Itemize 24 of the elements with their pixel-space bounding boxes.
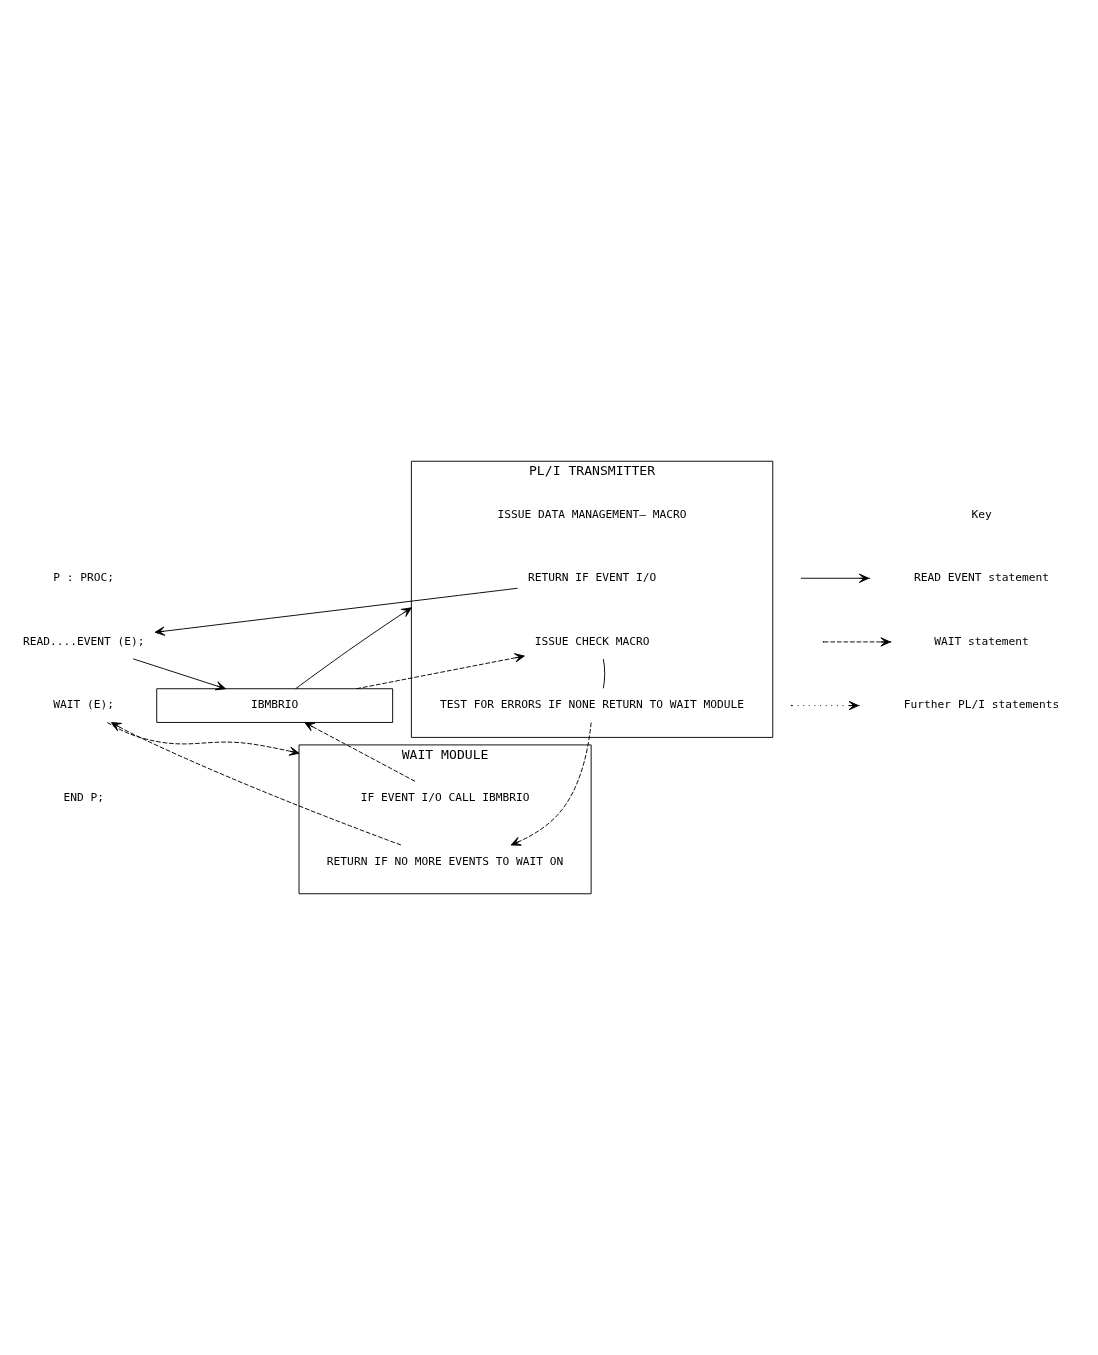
- node-text: ISSUE DATA MANAGEMENT– MACRO: [497, 507, 687, 521]
- legend-label: READ EVENT statement: [913, 571, 1050, 585]
- node-text: TEST FOR ERRORS IF NONE RETURN TO WAIT MODULE: [440, 698, 745, 712]
- node-text: P : PROC;: [53, 571, 115, 585]
- arrow: [154, 587, 519, 636]
- node-text: READ....EVENT (E);: [22, 634, 145, 648]
- connector: [602, 658, 606, 689]
- node-text: ISSUE CHECK MACRO: [534, 634, 650, 648]
- arrow: [110, 722, 402, 846]
- arrow: [304, 722, 416, 782]
- arrow: [132, 658, 226, 691]
- node-text: END P;: [63, 791, 104, 805]
- node-text: WAIT (E);: [53, 698, 115, 712]
- arrow: [356, 653, 525, 690]
- node-text: RETURN IF EVENT I/O: [527, 571, 657, 585]
- arrow: [295, 607, 412, 690]
- arrow: [106, 722, 300, 756]
- node-box: IBMBRIO: [156, 688, 394, 723]
- node-text: IF EVENT I/O CALL IBMBRIO: [360, 791, 530, 805]
- node-text: RETURN IF NO MORE EVENTS TO WAIT ON: [326, 854, 564, 868]
- legend-label: WAIT statement: [934, 634, 1029, 648]
- arrow: [510, 722, 592, 846]
- label: Key: [971, 507, 992, 521]
- legend-label: Further PL/I statements: [903, 698, 1060, 712]
